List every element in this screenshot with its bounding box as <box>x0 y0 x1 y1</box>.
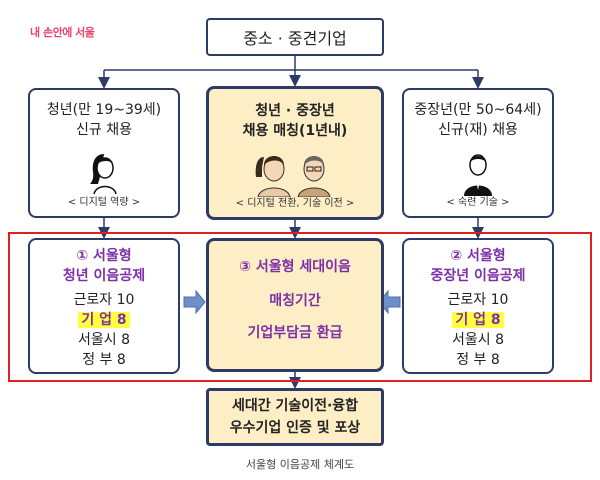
youth-deduction-title-1: ① 서울형 <box>76 248 132 264</box>
middle-aged-caption: < 숙련 기술 > <box>446 197 510 208</box>
businessman-icon <box>464 154 492 196</box>
youth-hiring-label: 신규 채용 <box>76 122 132 138</box>
youth-deduction-box: ① 서울형 청년 이음공제 근로자 10 기 업 8 서울시 8 정 부 8 <box>28 238 180 374</box>
certification-line-1: 세대간 기술이전·융합 <box>231 398 359 414</box>
middle-aged-seoul-share: 서울시 8 <box>452 332 504 348</box>
middle-aged-hiring-label: 신규(재) 채용 <box>438 122 518 138</box>
middle-aged-age-label: 중장년(만 50~64세) <box>414 102 542 118</box>
young-woman-icon <box>90 154 117 195</box>
generation-link-title: ③ 서울형 세대이음 <box>239 259 351 275</box>
certification-box: 세대간 기술이전·융합 우수기업 인증 및 포상 <box>206 388 384 446</box>
matching-box: 청년 · 중장년 채용 매칭(1년내) < 디지털 전환, 기술 이전 > <box>206 86 384 220</box>
seoul-logo: 내 손안에 서울 <box>30 26 95 39</box>
refund-label: 기업부담금 환급 <box>247 325 343 341</box>
middle-aged-hiring-box: 중장년(만 50~64세) 신규(재) 채용 < 숙련 기술 > <box>402 88 554 218</box>
youth-company-share: 기 업 8 <box>78 312 130 328</box>
youth-deduction-title-2: 청년 이음공제 <box>62 268 146 284</box>
middle-aged-deduction-title-2: 중장년 이음공제 <box>430 268 526 284</box>
right-arrow <box>183 289 206 315</box>
middle-aged-deduction-title-1: ② 서울형 <box>450 248 506 264</box>
youth-hiring-box: 청년(만 19~39세) 신규 채용 < 디지털 역량 > <box>28 88 180 218</box>
matching-period-label: 매칭기간 <box>269 293 321 309</box>
matching-title-2: 채용 매칭(1년내) <box>242 123 348 139</box>
certification-line-2: 우수기업 인증 및 포상 <box>229 420 361 436</box>
youth-seoul-share: 서울시 8 <box>78 332 130 348</box>
middle-aged-company-share: 기 업 8 <box>452 312 504 328</box>
middle-aged-government-share: 정 부 8 <box>456 352 500 368</box>
two-people-icon <box>255 156 331 197</box>
highlight-frame <box>8 232 592 382</box>
middle-aged-worker-share: 근로자 10 <box>447 292 509 308</box>
matching-caption: < 디지털 전환, 기술 이전 > <box>235 198 355 209</box>
matching-title-1: 청년 · 중장년 <box>255 103 335 119</box>
generation-link-box: ③ 서울형 세대이음 매칭기간 기업부담금 환급 <box>206 238 384 372</box>
youth-caption: < 디지털 역량 > <box>67 197 141 208</box>
middle-aged-deduction-box: ② 서울형 중장년 이음공제 근로자 10 기 업 8 서울시 8 정 부 8 <box>402 238 554 374</box>
youth-worker-share: 근로자 10 <box>73 292 135 308</box>
youth-government-share: 정 부 8 <box>82 352 126 368</box>
figure-caption: 서울형 이음공제 체계도 <box>245 458 355 471</box>
youth-age-label: 청년(만 19~39세) <box>46 102 162 118</box>
sme-box: 중소 · 중견기업 <box>206 18 384 56</box>
